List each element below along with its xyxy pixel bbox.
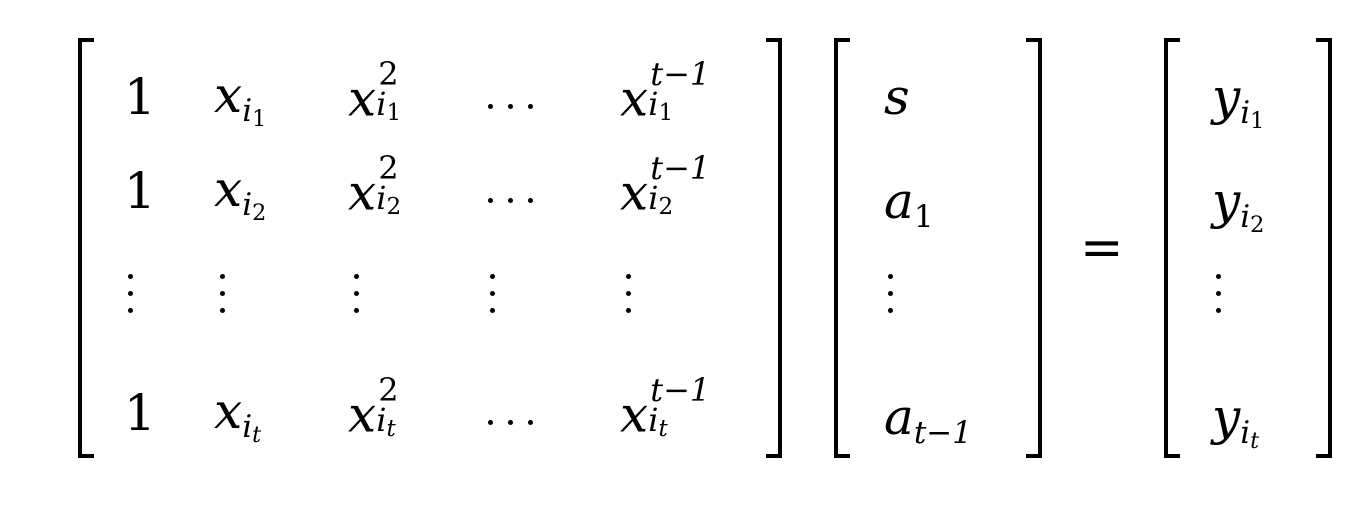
matrix-r3-c1-vdots xyxy=(128,274,133,325)
matrix-r2-hdots xyxy=(488,188,548,207)
matrix-r1-c1: 1 xyxy=(124,68,156,126)
vector-a1: a1 xyxy=(884,172,934,236)
matrix-right-bracket xyxy=(766,38,782,458)
matrix-r1-c2: xi1 xyxy=(214,66,267,133)
vector-at: at−1 xyxy=(884,388,972,452)
matrix-r3-c2-vdots xyxy=(220,274,225,325)
matrix-r2-c1: 1 xyxy=(124,162,156,220)
matrix-r3-c3-vdots xyxy=(354,274,359,325)
vector-right-bracket xyxy=(1026,38,1042,458)
vector-left-bracket xyxy=(834,38,850,458)
rhs-y2: yi2 xyxy=(1212,172,1265,239)
rhs-yt: yit xyxy=(1212,388,1260,455)
rhs-left-bracket xyxy=(1164,38,1180,458)
vector-vdots xyxy=(888,274,893,325)
matrix-r3-c5-vdots xyxy=(626,274,631,325)
matrix-r2-c2: xi2 xyxy=(214,160,267,227)
matrix-r3-c4-vdots xyxy=(490,274,495,325)
equals-sign: = xyxy=(1080,218,1124,278)
matrix-r4-c1: 1 xyxy=(124,384,156,442)
rhs-right-bracket xyxy=(1316,38,1332,458)
vector-s: s xyxy=(884,68,910,126)
matrix-left-bracket xyxy=(78,38,94,458)
matrix-r1-hdots xyxy=(488,94,548,113)
matrix-r4-hdots xyxy=(488,410,548,429)
rhs-y1: yi1 xyxy=(1212,68,1265,135)
rhs-vdots xyxy=(1216,274,1221,325)
matrix-r4-c2: xit xyxy=(214,382,262,449)
